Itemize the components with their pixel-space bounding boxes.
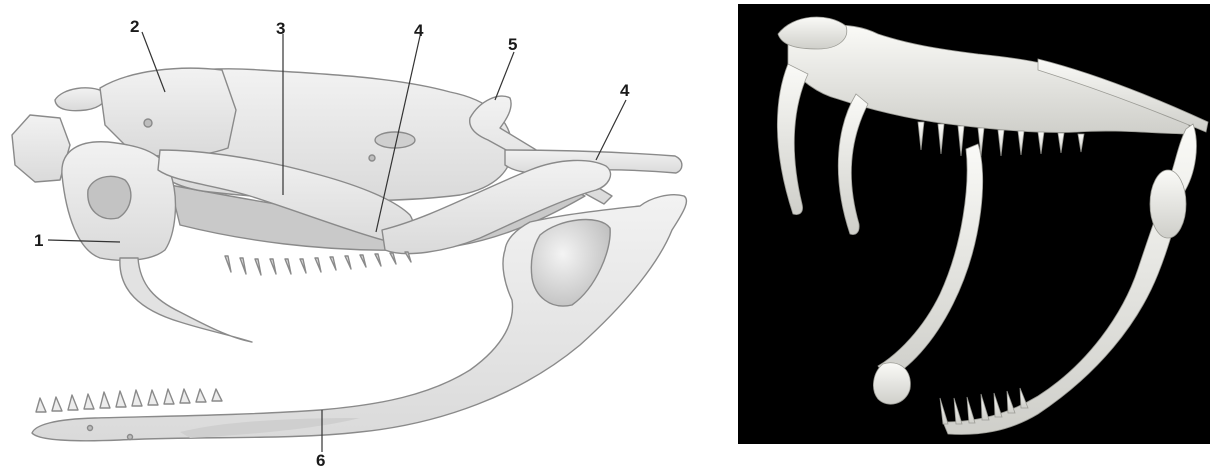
- viper-skull-photo: [738, 4, 1210, 444]
- label-3: 3: [276, 20, 285, 37]
- maxilla-fossa: [88, 176, 131, 218]
- fang: [120, 258, 252, 342]
- photo-mandible-tip-left: [873, 363, 910, 404]
- snake-skull-diagram: [0, 0, 712, 469]
- label-1: 1: [34, 232, 43, 249]
- leader-line-5: [495, 52, 514, 100]
- label-4b: 4: [620, 82, 629, 99]
- dentary-teeth: [36, 389, 222, 412]
- skull-foramen: [369, 155, 375, 161]
- palatine-teeth: [225, 252, 411, 275]
- label-2: 2: [130, 18, 139, 35]
- label-4a: 4: [414, 22, 423, 39]
- skull-foramen: [144, 119, 152, 127]
- photo-quadrate-bulge: [1150, 170, 1186, 238]
- label-6: 6: [316, 452, 325, 469]
- leader-line-4b: [596, 100, 626, 160]
- label-5: 5: [508, 36, 517, 53]
- premaxilla-bone: [55, 88, 106, 111]
- dentary-foramen: [88, 426, 93, 431]
- dentary-foramen: [128, 435, 133, 440]
